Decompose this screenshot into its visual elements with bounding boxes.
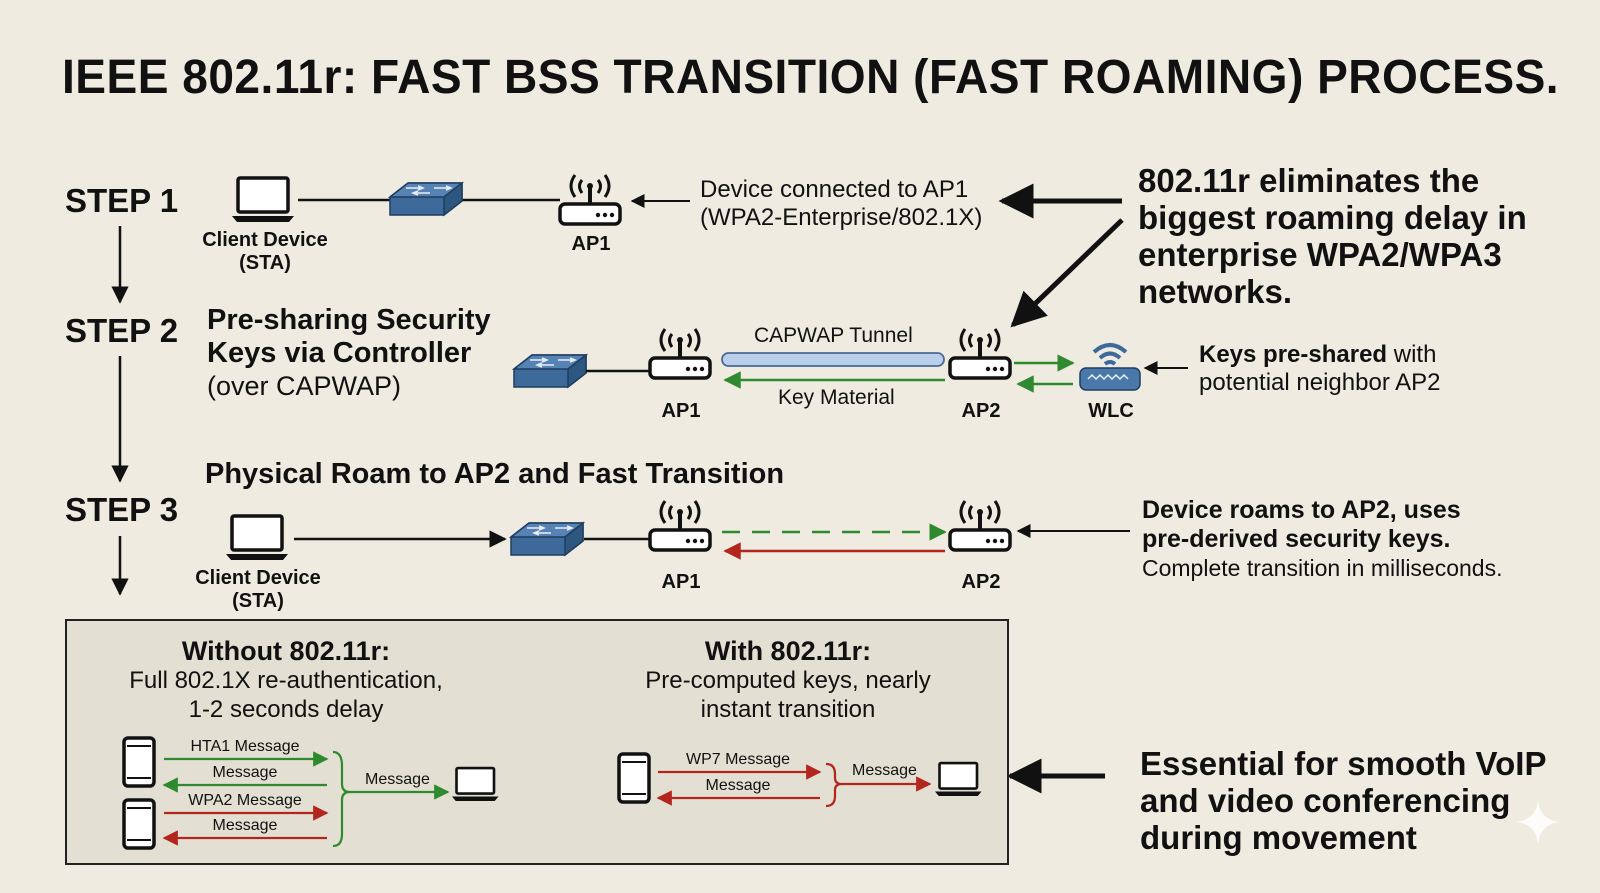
without-80211r-section: Without 802.11r: Full 802.1X re-authenti… xyxy=(129,636,443,723)
wlc-label: WLC xyxy=(1088,400,1134,422)
step2-note: Keys pre-shared with potential neighbor … xyxy=(1199,341,1441,396)
step-2-label: STEP 2 xyxy=(65,312,179,349)
step-3-label: STEP 3 xyxy=(65,491,179,528)
step3-note: Device roams to AP2, uses pre-derived se… xyxy=(1142,496,1503,581)
step1-note: Device connected to AP1 (WPA2-Enterprise… xyxy=(700,176,983,231)
step2-heading: Pre-sharing Security Keys via Controller… xyxy=(207,304,491,401)
comparison-panel xyxy=(65,619,1009,865)
step1-ap1-label: AP1 xyxy=(571,233,611,255)
step2-ap2-label: AP2 xyxy=(961,400,1001,422)
with-merge-label: Message xyxy=(852,762,917,779)
key-material-label: Key Material xyxy=(778,386,895,409)
without-message-2: Message xyxy=(212,764,278,781)
with-80211r-section: With 802.11r: Pre-computed keys, nearly … xyxy=(645,636,931,723)
callout-bottom: Essential for smooth VoIP and video conf… xyxy=(1140,745,1547,856)
without-message-4: Message xyxy=(212,817,278,834)
with-message-1: WP7 Message xyxy=(685,751,791,768)
capwap-tunnel-label: CAPWAP Tunnel xyxy=(754,324,913,347)
callout-top: 802.11r eliminates the biggest roaming d… xyxy=(1138,162,1527,310)
step3-client-label: Client Device (STA) xyxy=(195,567,321,612)
step-1-label: STEP 1 xyxy=(65,182,179,219)
step2-ap1-label: AP1 xyxy=(661,400,701,422)
without-merge-label: Message xyxy=(365,771,430,788)
step3-ap2-label: AP2 xyxy=(961,571,1001,593)
sparkle-icon xyxy=(1516,800,1560,844)
step1-client-label: Client Device (STA) xyxy=(202,229,328,274)
wireless-controller-icon xyxy=(1079,343,1141,391)
without-message-1: HTA1 Message xyxy=(190,738,300,755)
page-title: IEEE 802.11r: FAST BSS TRANSITION (FAST … xyxy=(62,51,1560,104)
step3-ap1-label: AP1 xyxy=(661,571,701,593)
without-message-3: WPA2 Message xyxy=(188,792,302,809)
step3-heading: Physical Roam to AP2 and Fast Transition xyxy=(205,458,785,490)
with-message-2: Message xyxy=(705,777,771,794)
